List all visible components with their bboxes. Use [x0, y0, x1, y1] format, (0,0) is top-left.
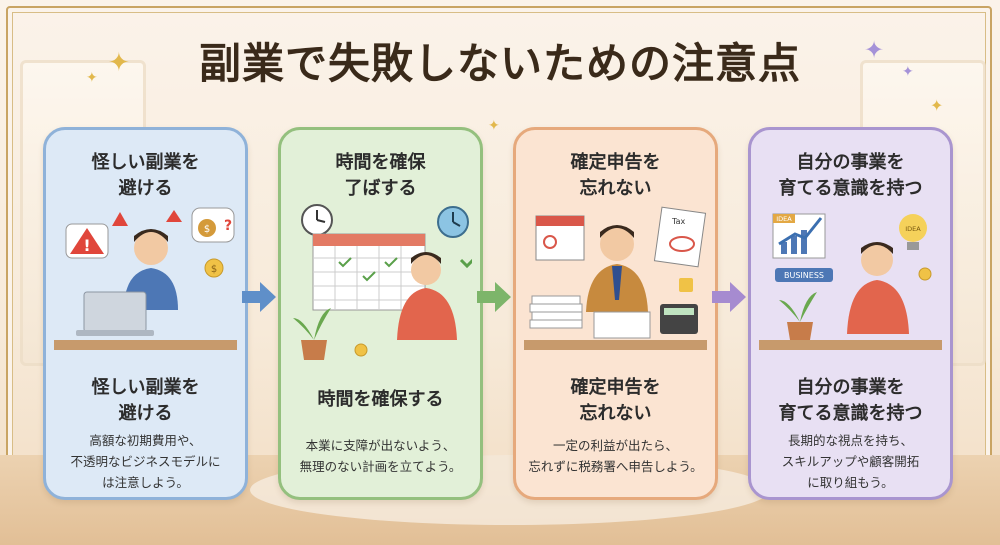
tax-form-icon — [593, 311, 651, 339]
laptop-icon — [76, 291, 154, 336]
arrow-right-icon — [477, 282, 511, 312]
plant-icon — [779, 292, 817, 340]
check-icon — [679, 278, 693, 292]
card-avoid-suspicious-jobs: 怪しい副業を 避ける ! $ ? $ 怪しい副業を 避ける 高額な初期費用や、 … — [43, 127, 248, 500]
lightbulb-icon: IDEA — [899, 214, 927, 250]
illustration-worried-man: ! $ ? $ — [54, 207, 237, 350]
tax-form-icon: Tax — [653, 206, 707, 268]
page-title: 副業で失敗しないための注意点 — [198, 39, 801, 88]
check-icon — [459, 258, 472, 269]
sparkle-icon: ✦ — [902, 64, 914, 80]
coin-icon — [918, 267, 932, 281]
warning-icon: ! — [65, 223, 109, 259]
idea-label-2: IDEA — [905, 225, 921, 233]
man-body — [847, 280, 909, 334]
card-subtitle: 怪しい副業を 避ける — [91, 377, 200, 424]
card-grow-business: 自分の事業を 育てる意識を持つ IDEA IDEA BUSINESS — [748, 127, 953, 500]
desk — [54, 340, 237, 350]
calendar-icon — [312, 233, 426, 311]
card-subtitle: 時間を確保する — [317, 389, 444, 410]
money-bag-icon: $ ? — [191, 207, 235, 243]
coin-icon: $ — [204, 258, 224, 278]
card-heading: 怪しい副業を 避ける — [91, 152, 200, 199]
card-subtitle: 確定申告を 忘れない — [570, 377, 661, 424]
card-heading: 自分の事業を 育てる意識を持つ — [778, 152, 923, 199]
business-sign-icon: BUSINESS — [775, 268, 833, 282]
desk — [759, 340, 942, 350]
man-head — [411, 255, 441, 285]
arrow-right-icon — [242, 282, 276, 312]
man-head — [600, 227, 634, 261]
svg-text:$: $ — [204, 224, 210, 235]
tax-label: Tax — [671, 217, 685, 226]
card-secure-time: 時間を確保 了ばする 時間を確保する 本業に支障が出ないよう、 無理のない計画を… — [278, 127, 483, 500]
calculator-icon — [660, 304, 698, 334]
card-tax-return: 確定申告を 忘れない Tax 確定申告を 忘れない 一定の利益が — [513, 127, 718, 500]
man-head — [134, 231, 168, 265]
svg-text:?: ? — [224, 218, 232, 234]
clock-icon — [301, 204, 333, 236]
card-description: 高額な初期費用や、 不透明なビジネスモデルに は注意しよう。 — [70, 433, 221, 490]
svg-text:!: ! — [83, 236, 90, 255]
sparkle-icon: ✦ — [86, 70, 98, 86]
business-label: BUSINESS — [784, 271, 824, 280]
card-heading: 時間を確保 了ばする — [335, 152, 426, 199]
document-stack — [529, 295, 583, 329]
card-subtitle: 自分の事業を 育てる意識を持つ — [778, 377, 923, 424]
man-body — [397, 288, 457, 340]
illustration-business-growth: IDEA IDEA BUSINESS — [759, 213, 942, 350]
sparkle-icon: ✦ — [864, 36, 885, 64]
clock-icon — [437, 206, 469, 238]
desk — [524, 340, 707, 350]
man-head — [861, 244, 893, 276]
idea-label: IDEA — [776, 215, 792, 223]
card-description: 本業に支障が出ないよう、 無理のない計画を立てよう。 — [299, 438, 462, 474]
plant-icon — [293, 308, 331, 360]
card-heading: 確定申告を 忘れない — [570, 152, 661, 199]
arrow-right-icon — [712, 282, 746, 312]
calendar-icon — [535, 215, 585, 261]
coin-icon — [354, 343, 368, 357]
svg-text:$: $ — [211, 264, 217, 275]
card-description: 一定の利益が出たら、 忘れずに税務署へ申告しよう。 — [528, 438, 703, 474]
warning-icon — [112, 212, 128, 226]
illustration-businessman-tax: Tax — [524, 206, 707, 350]
sparkle-icon: ✦ — [930, 96, 944, 115]
idea-chart-icon: IDEA — [772, 213, 826, 259]
illustration-planning-man — [293, 204, 472, 360]
warning-icon — [166, 210, 182, 222]
card-description: 長期的な視点を持ち、 スキルアップや顧客開拓 に取り組もう。 — [781, 433, 920, 490]
sparkle-icon: ✦ — [488, 118, 500, 134]
sparkle-icon: ✦ — [108, 48, 130, 78]
